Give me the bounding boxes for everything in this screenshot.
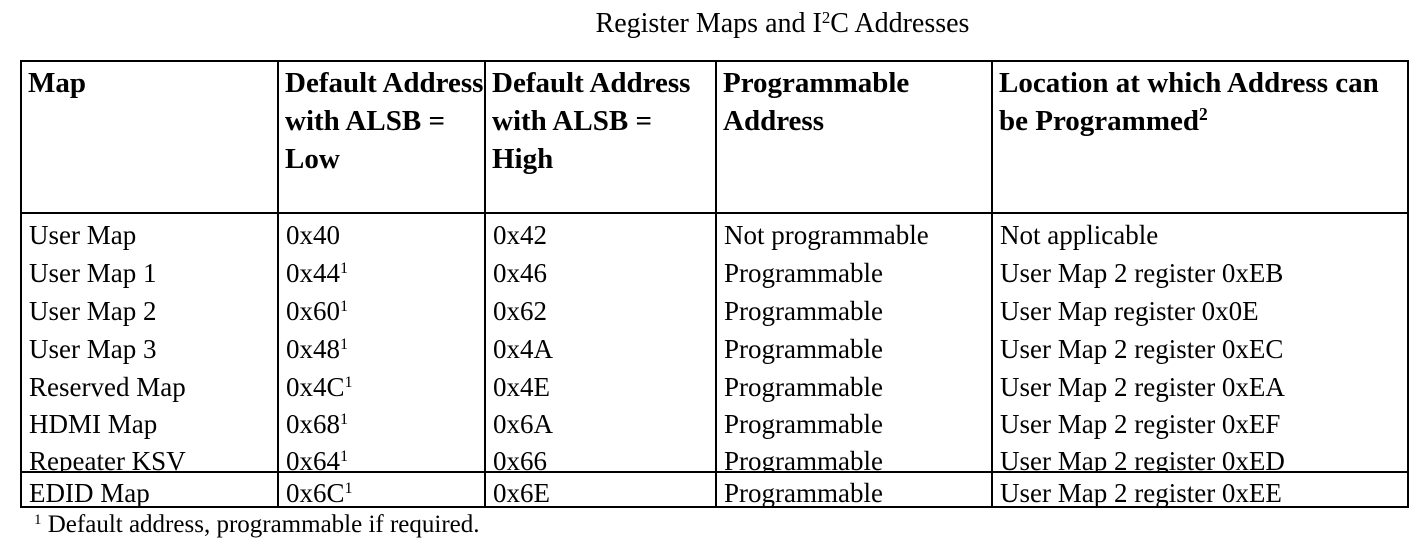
header-divider xyxy=(22,212,1407,214)
cell-location: User Map register 0x0E xyxy=(1000,296,1259,326)
header-location: Location at which Address can be Program… xyxy=(999,67,1379,137)
cell-default-high: 0x4A xyxy=(493,334,553,364)
cell-location: User Map 2 register 0xEE xyxy=(1000,478,1282,508)
cell-location: User Map 2 register 0xEC xyxy=(1000,334,1284,364)
cell-default-high: 0x66 xyxy=(493,446,547,471)
cell-default-low: 0x6C1 xyxy=(286,478,353,508)
header-programmable: Programmable Address xyxy=(723,67,910,137)
cell-programmable: Programmable xyxy=(724,372,883,402)
header-map: Map xyxy=(28,67,86,99)
cell-programmable: Programmable xyxy=(724,478,883,508)
header-default-low: Default Address with ALSB = Low xyxy=(285,67,484,175)
cell-map: HDMI Map xyxy=(29,409,158,439)
cell-programmable: Programmable xyxy=(724,334,883,364)
page-title: Register Maps and I2C Addresses xyxy=(595,7,970,39)
cell-default-low: 0x681 xyxy=(286,409,349,439)
cell-default-low: 0x481 xyxy=(286,334,349,364)
cell-location: User Map 2 register 0xEB xyxy=(1000,258,1284,288)
cell-default-high: 0x6A xyxy=(493,409,553,439)
cell-default-low: 0x4C1 xyxy=(286,372,353,402)
header-default-high: Default Address with ALSB = High xyxy=(492,67,691,175)
cell-default-high: 0x62 xyxy=(493,296,547,326)
cell-programmable: Programmable xyxy=(724,296,883,326)
cell-programmable: Programmable xyxy=(724,446,883,471)
cell-location: Not applicable xyxy=(1000,220,1159,250)
cell-default-high: 0x46 xyxy=(493,258,547,288)
cell-default-high: 0x6E xyxy=(493,478,550,508)
row-divider xyxy=(22,471,1407,473)
cell-default-high: 0x4E xyxy=(493,372,550,402)
cell-map: User Map 1 xyxy=(29,258,157,288)
cell-map: EDID Map xyxy=(29,478,150,508)
cell-default-high: 0x42 xyxy=(493,220,547,250)
cell-programmable: Programmable xyxy=(724,409,883,439)
cell-map: User Map xyxy=(29,220,137,250)
cell-default-low: 0x641 xyxy=(286,446,349,471)
footnote: 1 Default address, programmable if requi… xyxy=(34,511,480,538)
cell-map: Repeater KSV xyxy=(29,446,186,471)
cell-map: Reserved Map xyxy=(29,372,186,402)
register-map-table: Map Default Address with ALSB = Low Defa… xyxy=(20,60,1409,508)
cell-location: User Map 2 register 0xEF xyxy=(1000,409,1281,439)
cell-location: User Map 2 register 0xED xyxy=(1000,446,1285,471)
cell-programmable: Not programmable xyxy=(724,220,929,250)
cell-map: User Map 3 xyxy=(29,334,157,364)
column-divider xyxy=(484,62,486,506)
cell-location: User Map 2 register 0xEA xyxy=(1000,372,1285,402)
column-divider xyxy=(991,62,993,506)
cell-default-low: 0x441 xyxy=(286,258,349,288)
column-divider xyxy=(277,62,279,506)
cell-programmable: Programmable xyxy=(724,258,883,288)
cell-default-low: 0x40 xyxy=(286,220,340,250)
cell-map: User Map 2 xyxy=(29,296,157,326)
cell-default-low: 0x601 xyxy=(286,296,349,326)
column-divider xyxy=(715,62,717,506)
